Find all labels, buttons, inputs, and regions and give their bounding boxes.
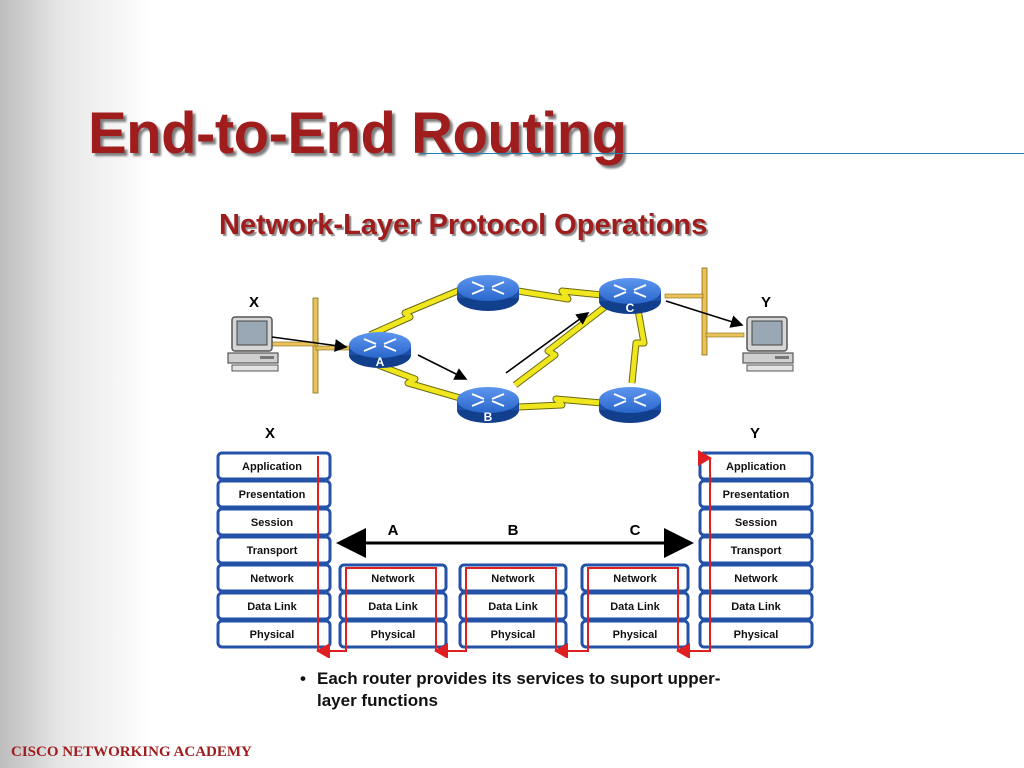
svg-text:Network: Network [734,573,778,585]
stack-router-a: Network Data Link Physical [338,563,448,649]
svg-text:Network: Network [250,573,294,585]
layer-cell: Data Link [216,591,332,621]
svg-text:Data Link: Data Link [368,601,418,613]
stack-router-c: Network Data Link Physical [580,563,690,649]
svg-text:Application: Application [726,461,786,473]
stack-router-b: Network Data Link Physical [458,563,568,649]
layer-cell: Application [698,451,814,481]
span-label-c: C [630,522,641,539]
router-bottom-right-icon [599,387,661,423]
router-a-icon: A [349,332,411,369]
host-y-label: Y [761,294,771,311]
arrow-x-to-a [271,336,348,352]
layer-cell: Data Link [338,591,448,621]
layer-cell: Presentation [216,479,332,509]
arrow-c-to-y [665,300,744,328]
svg-text:Session: Session [735,517,777,529]
footer-brand: CISCO NETWORKING ACADEMY [11,744,252,760]
router-c-icon: C [599,278,661,315]
span-label-b: B [508,522,519,539]
svg-text:Data Link: Data Link [731,601,781,613]
svg-text:Physical: Physical [734,629,779,641]
svg-text:Physical: Physical [491,629,536,641]
svg-text:Data Link: Data Link [488,601,538,613]
svg-text:Network: Network [371,573,415,585]
host-x-label: X [249,294,259,311]
svg-text:Physical: Physical [371,629,416,641]
layer-cell: Network [216,563,332,593]
layer-cell: Physical [580,619,690,649]
host-x-computer-icon [227,316,279,372]
layer-cell: Presentation [698,479,814,509]
protocol-stacks: X Y Application Presentation Session Tra… [216,425,814,658]
router-b-label: B [484,410,493,424]
stack-x-label: X [265,425,275,442]
diagram-title: Network-Layer Protocol Operations [219,209,708,241]
bullet-text: Each router provides its services to sup… [317,669,721,710]
router-c-label: C [626,301,635,315]
router-a-label: A [376,355,385,369]
svg-text:Network: Network [491,573,535,585]
layer-cell: Network [458,563,568,593]
svg-text:Transport: Transport [731,545,782,557]
red-data-path [316,450,712,658]
packet-path-arrows [271,300,744,380]
layer-cell: Data Link [458,591,568,621]
svg-text:Data Link: Data Link [247,601,297,613]
stack-host-x: Application Presentation Session Transpo… [216,451,332,649]
host-y-computer-icon [742,316,794,372]
router-span-arrow: A B C [336,522,694,558]
bullet-point: • Each router provides its services to s… [300,668,730,712]
layer-cell: Application [216,451,332,481]
bullet-dot-icon: • [300,669,306,688]
arrow-a-to-b [417,354,468,380]
layer-cell: Physical [698,619,814,649]
ethernet-segment-right [664,267,745,356]
svg-text:Session: Session [251,517,293,529]
serial-links [368,286,648,411]
layer-cell: Physical [338,619,448,649]
layer-cell: Session [216,507,332,537]
svg-text:Network: Network [613,573,657,585]
layer-cell: Network [698,563,814,593]
ethernet-segment-left [269,297,355,394]
router-top-icon [457,275,519,311]
svg-text:Transport: Transport [247,545,298,557]
layer-cell: Data Link [698,591,814,621]
svg-text:Application: Application [242,461,302,473]
svg-text:Presentation: Presentation [723,489,790,501]
layer-cell: Transport [216,535,332,565]
network-topology: C A B X [227,267,794,424]
layer-cell: Physical [458,619,568,649]
svg-text:Physical: Physical [250,629,295,641]
router-b-icon: B [457,387,519,424]
title-rule [420,153,1024,154]
svg-text:Presentation: Presentation [239,489,306,501]
span-label-a: A [388,522,399,539]
stack-host-y: Application Presentation Session Transpo… [698,451,814,649]
layer-cell: Network [338,563,448,593]
svg-text:Data Link: Data Link [610,601,660,613]
layer-cell: Transport [698,535,814,565]
layer-cell: Physical [216,619,332,649]
layer-cell: Session [698,507,814,537]
slide-title: End-to-End Routing [88,101,627,166]
svg-text:Physical: Physical [613,629,658,641]
arrow-b-to-c [505,312,590,374]
layer-cell: Network [580,563,690,593]
stack-y-label: Y [750,425,760,442]
layer-cell: Data Link [580,591,690,621]
